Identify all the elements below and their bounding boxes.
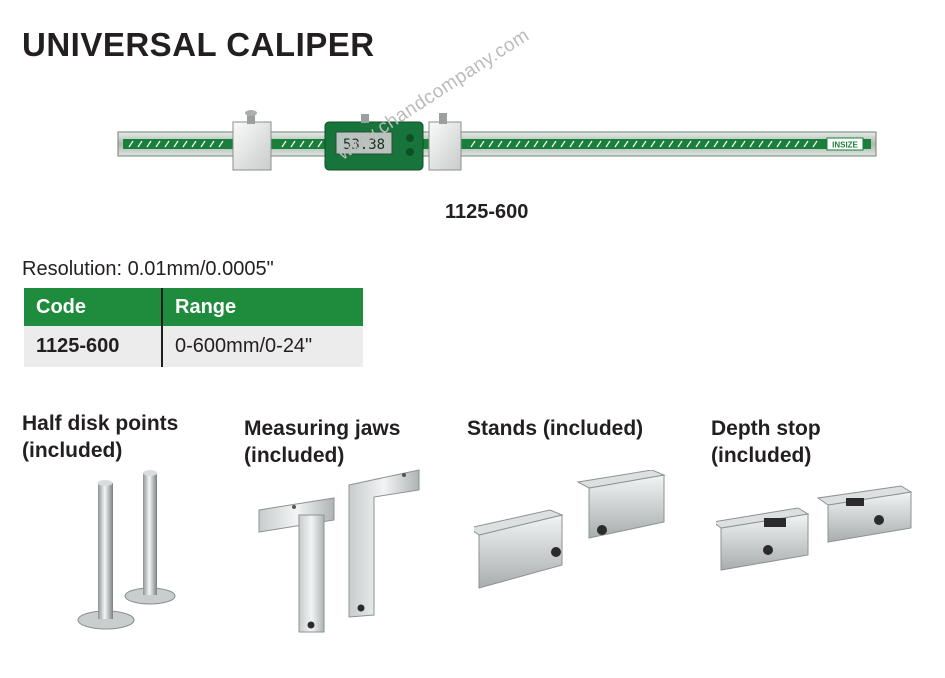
specs-table: Code Range 1125-600 0-600mm/0-24": [24, 288, 363, 367]
caliper-image: 53.38 INSIZE: [117, 110, 877, 171]
page-title: UNIVERSAL CALIPER: [22, 26, 375, 63]
measuring-jaws-icon: [258, 469, 420, 633]
caliper-brand-mark: INSIZE: [832, 141, 858, 150]
half-disk-points-icon: [77, 470, 176, 630]
cell-range: 0-600mm/0-24": [162, 326, 363, 367]
accessory-label-depth-stop: Depth stop (included): [711, 417, 821, 467]
accessory-label-measuring-jaws: Measuring jaws (included): [244, 417, 401, 467]
table-row: 1125-600 0-600mm/0-24": [24, 326, 363, 367]
header-code: Code: [24, 288, 163, 326]
stands-icon: [474, 470, 666, 589]
accessory-label-half-disk-points: Half disk points (included): [22, 412, 179, 462]
resolution-text: Resolution: 0.01mm/0.0005": [22, 258, 274, 280]
depth-stop-icon: [716, 485, 913, 571]
specs-header-row: Code Range: [24, 288, 363, 326]
header-range: Range: [162, 288, 363, 326]
caliper-model-label: 1125-600: [445, 201, 529, 223]
cell-code: 1125-600: [24, 326, 163, 367]
accessory-label-stands: Stands (included): [467, 417, 644, 440]
caliper-display-reading: 53.38: [343, 137, 385, 153]
